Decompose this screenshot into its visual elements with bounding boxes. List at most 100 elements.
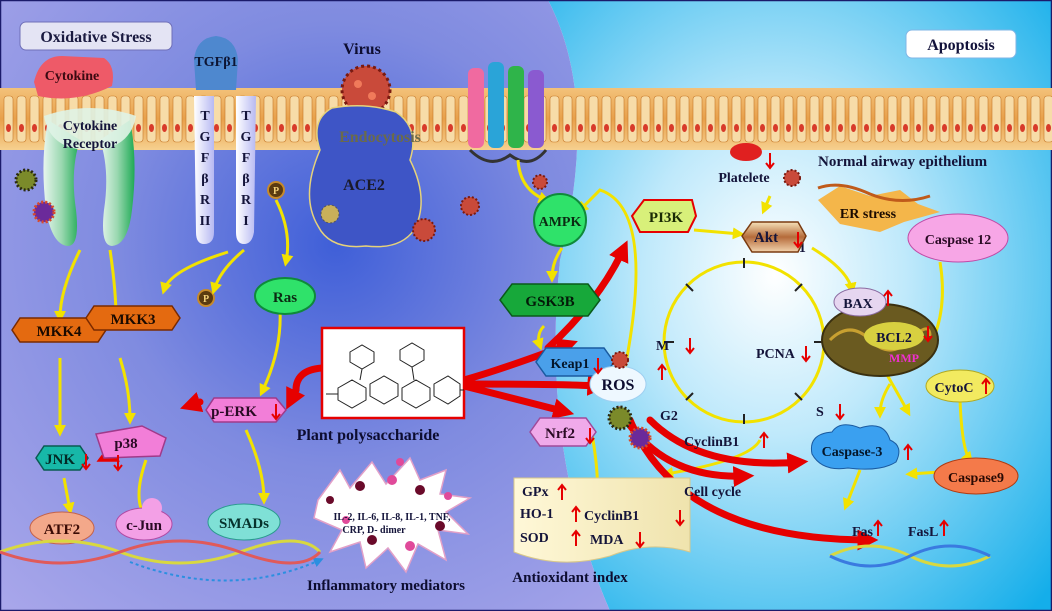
epithelial-cell — [835, 95, 846, 143]
cell-nucleus — [916, 124, 921, 132]
epithelial-cell — [1004, 95, 1015, 143]
svg-text:Ras: Ras — [273, 290, 297, 306]
svg-text:GSK3B: GSK3B — [525, 294, 574, 310]
epithelial-cell — [822, 95, 833, 143]
epithelial-cell — [29, 95, 40, 143]
apoptosis-region — [548, 0, 1052, 611]
phase-g2: G2 — [660, 409, 678, 424]
up-regulation-arrow — [903, 443, 913, 460]
receptor-letter: T — [200, 109, 210, 124]
node-mkk3: MKK3 — [85, 305, 181, 331]
up-regulation-arrow — [873, 519, 883, 536]
epithelial-cell — [978, 95, 989, 143]
tgfb1-label: TGFβ1 — [194, 55, 237, 70]
node-ras: Ras — [254, 277, 316, 315]
cytokine-receptor-label-2: Receptor — [63, 137, 117, 152]
cell-nucleus — [578, 124, 583, 132]
antioxidant-cyclinb1: CyclinB1 — [584, 509, 639, 524]
epithelial-cell — [16, 95, 27, 143]
phospho-top — [267, 181, 285, 199]
apoptosis-label: Apoptosis — [927, 37, 995, 54]
svg-text:MKK4: MKK4 — [37, 324, 82, 340]
epithelial-cell — [302, 95, 313, 143]
inflammation-dots — [326, 458, 452, 551]
cell-nucleus — [292, 124, 297, 132]
cyclinb1-label: CyclinB1 — [684, 435, 739, 450]
inflammation-burst — [313, 456, 473, 574]
receptor-letter: R — [241, 193, 252, 208]
epithelial-cell — [939, 95, 950, 143]
epithelial-cell — [809, 95, 820, 143]
oxidative-label: Oxidative Stress — [40, 29, 151, 46]
cell-nucleus — [890, 124, 895, 132]
virus-particle-3 — [460, 196, 480, 216]
cell-nucleus — [851, 124, 856, 132]
epithelial-cell — [432, 95, 443, 143]
fas-label: Fas — [852, 525, 874, 540]
epithelial-cell — [1017, 95, 1028, 143]
up-regulation-arrow — [571, 505, 581, 522]
node-er-stress: ER stress — [817, 183, 940, 232]
down-regulation-arrow — [635, 532, 645, 549]
fasl-label: FasL — [908, 525, 938, 540]
cell-nucleus — [1020, 124, 1025, 132]
epithelial-cell — [861, 95, 872, 143]
receptor-letter: F — [201, 151, 210, 166]
svg-text:Akt: Akt — [754, 230, 778, 246]
epithelial-cell — [770, 95, 781, 143]
svg-text:BCL2: BCL2 — [876, 331, 912, 346]
oxidative-label-box — [19, 21, 173, 51]
epithelium-label: Normal airway epithelium — [818, 154, 988, 170]
epithelial-cell — [419, 95, 430, 143]
cell-nucleus — [175, 124, 180, 132]
cell-nucleus — [1046, 124, 1051, 132]
svg-text:Platelete: Platelete — [718, 171, 769, 186]
cell-nucleus — [448, 124, 453, 132]
cell-nucleus — [903, 124, 908, 132]
epithelial-cell — [913, 95, 924, 143]
svg-text:p-ERK: p-ERK — [211, 404, 257, 420]
cell-nucleus — [864, 124, 869, 132]
down-regulation-arrow — [835, 404, 845, 421]
cell-nucleus — [266, 124, 271, 132]
node-akt: Akt — [741, 221, 807, 253]
cytokine-receptor-label-1: Cytokine — [63, 119, 117, 134]
epithelial-cell — [614, 95, 625, 143]
down-regulation-arrow — [765, 153, 775, 170]
node-cytoc: CytoC — [925, 369, 995, 403]
compound-label: Plant polysaccharide — [297, 427, 440, 444]
cell-nucleus — [630, 124, 635, 132]
node-p38: p38 — [95, 425, 167, 459]
cell-nucleus — [591, 124, 596, 132]
cell-nucleus — [799, 124, 804, 132]
cell-nucleus — [604, 124, 609, 132]
epithelial-cell — [796, 95, 807, 143]
cell-nucleus — [773, 124, 778, 132]
endocytosis-label: Endocytosis — [339, 129, 421, 146]
cell-nucleus — [760, 124, 765, 132]
svg-text:PI3K: PI3K — [649, 210, 684, 226]
virus-label: Virus — [343, 41, 381, 58]
cell-nucleus — [227, 124, 232, 132]
node-ros: ROS — [589, 365, 647, 403]
phospho-bottom — [197, 289, 215, 307]
down-regulation-arrow — [801, 346, 811, 363]
node-platelete: Platelete — [718, 143, 770, 186]
cell-nucleus — [19, 124, 24, 132]
node-ampk: AMPK — [533, 193, 587, 247]
receptor-letter: R — [200, 193, 211, 208]
antioxidant-box — [513, 477, 691, 563]
up-regulation-arrow — [939, 519, 949, 536]
epithelial-cell — [705, 95, 716, 143]
node-perk: p-ERK — [205, 397, 287, 423]
virus-in-endosome — [320, 204, 340, 224]
cell-nucleus — [214, 124, 219, 132]
antioxidant-label: Antioxidant index — [512, 570, 628, 586]
epithelial-cell — [575, 95, 586, 143]
epithelial-cell — [991, 95, 1002, 143]
antioxidant-ho1: HO-1 — [520, 507, 553, 522]
cell-nucleus — [1007, 124, 1012, 132]
node-atf2: ATF2 — [29, 511, 95, 545]
svg-text:Caspase 12: Caspase 12 — [925, 233, 992, 248]
